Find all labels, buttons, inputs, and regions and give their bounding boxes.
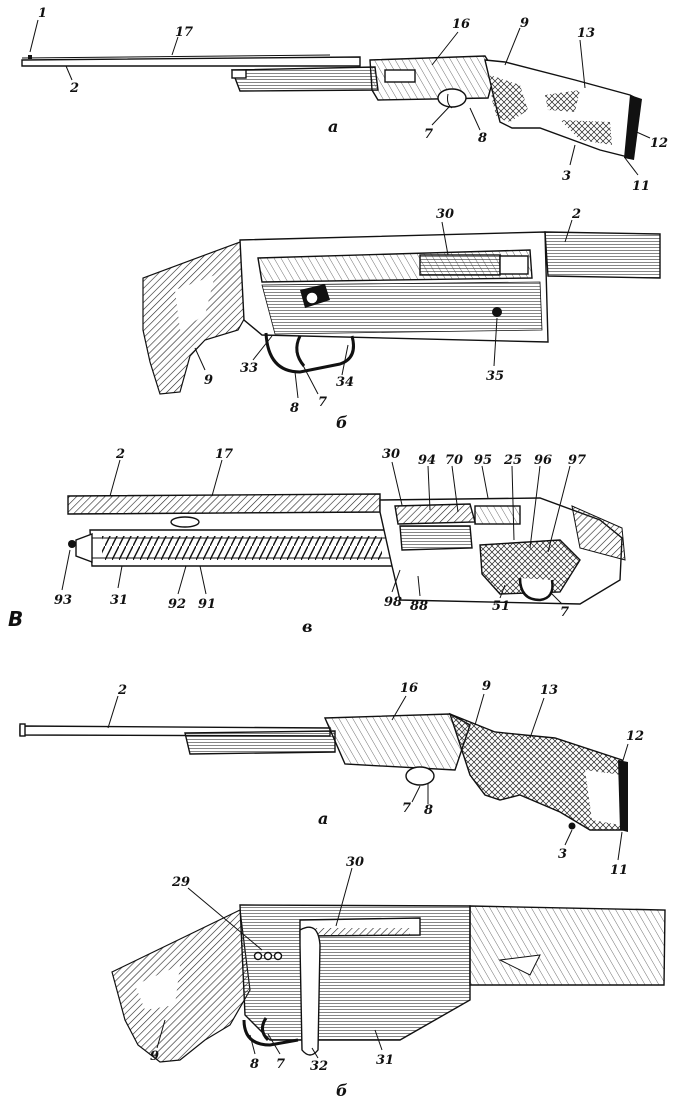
label-70: 70	[445, 453, 463, 468]
label-1: 1	[38, 6, 47, 21]
caption-a-1: а	[328, 117, 338, 136]
figure-1b-leaders	[194, 219, 573, 399]
label-17: 17	[175, 25, 193, 40]
trigger-guard	[264, 332, 355, 374]
figure-2a-gun	[19, 712, 628, 832]
sling-swivel	[568, 822, 576, 830]
label-13: 13	[577, 26, 595, 41]
label-30: 30	[436, 207, 454, 222]
label-3d: 3	[558, 847, 567, 862]
label-9b: 9	[204, 373, 213, 388]
label-31e: 31	[376, 1053, 394, 1068]
trigger-guard-section	[518, 577, 554, 602]
figure-2b-leaders	[156, 867, 383, 1059]
barrel-rear	[544, 231, 661, 279]
label-31: 31	[110, 593, 128, 608]
label-91: 91	[198, 597, 216, 612]
caption-a-2: а	[318, 809, 328, 828]
figure-1a-labels: 1 17 2 16 9 13 7 8 12 3 11 а	[38, 6, 668, 194]
label-11: 11	[632, 179, 650, 194]
caption-b-1: б	[336, 413, 348, 432]
figure-2a-leaders	[107, 693, 629, 861]
barrel	[21, 56, 361, 67]
trigger-guard-2b	[242, 1019, 299, 1047]
label-51: 51	[492, 599, 510, 614]
trigger-guard-2	[405, 766, 435, 786]
label-2c: 2	[115, 447, 125, 462]
forend-2	[184, 730, 336, 755]
figure-1a-leaders	[29, 19, 651, 176]
label-9: 9	[520, 16, 529, 31]
label-95: 95	[474, 453, 492, 468]
trigger-2	[261, 1017, 270, 1042]
label-97: 97	[568, 453, 586, 468]
trigger-guard	[437, 88, 467, 108]
figure-2b-receiver	[111, 904, 666, 1063]
receiver	[369, 55, 496, 101]
label-96: 96	[534, 453, 552, 468]
forend	[230, 66, 379, 92]
label-25: 25	[503, 453, 522, 468]
label-88: 88	[410, 599, 428, 614]
label-7: 7	[424, 127, 433, 142]
figure-1c-leaders	[61, 459, 571, 605]
label-12: 12	[650, 136, 668, 151]
label-7b: 7	[318, 395, 327, 410]
barrel-rear-2	[469, 905, 666, 986]
label-3: 3	[562, 169, 571, 184]
caption-b-2: б	[336, 1081, 348, 1100]
label-17c: 17	[215, 447, 233, 462]
trigger	[295, 335, 306, 367]
label-29: 29	[171, 875, 190, 890]
label-2d: 2	[117, 683, 127, 698]
label-2: 2	[69, 81, 79, 96]
magazine-spring	[102, 536, 382, 560]
label-35: 35	[486, 369, 504, 384]
label-92: 92	[168, 597, 186, 612]
trigger-mechanism	[479, 539, 581, 595]
label-8: 8	[478, 131, 487, 146]
label-30c: 30	[382, 447, 400, 462]
label-7d: 7	[402, 801, 411, 816]
label-9d: 9	[482, 679, 491, 694]
label-12d: 12	[626, 729, 644, 744]
label-7e: 7	[276, 1057, 285, 1072]
label-93: 93	[54, 593, 72, 608]
label-8e: 8	[250, 1057, 259, 1072]
label-94: 94	[418, 453, 436, 468]
label-98: 98	[384, 595, 402, 610]
label-11d: 11	[610, 863, 628, 878]
label-13d: 13	[540, 683, 558, 698]
label-2b: 2	[571, 207, 581, 222]
label-7c: 7	[560, 605, 569, 620]
figure-2b-labels: 29 30 9 8 7 32 31 б	[150, 855, 394, 1100]
caption-v: в	[302, 617, 313, 636]
pin	[492, 307, 502, 317]
label-8d: 8	[424, 803, 433, 818]
side-letter-v: В	[8, 607, 23, 631]
figure-1a-gun	[21, 54, 642, 160]
figure-1b-receiver	[142, 231, 661, 395]
barrel-section	[67, 493, 381, 515]
figure-2a-labels: 2 16 9 13 12 7 8 3 11 а	[117, 679, 644, 878]
bolt-handle	[299, 926, 321, 1056]
receiver-2	[323, 713, 471, 771]
label-9e: 9	[150, 1049, 159, 1064]
label-30e: 30	[346, 855, 364, 870]
label-34: 34	[336, 375, 354, 390]
stock-wrist-2	[111, 909, 251, 1063]
bolt	[419, 254, 501, 276]
figure-1b-labels: 30 2 9 33 34 35 7 8 б	[204, 207, 581, 432]
bolt-section	[394, 503, 476, 525]
stock-2	[448, 712, 623, 831]
label-32: 32	[310, 1059, 328, 1074]
label-8b: 8	[290, 401, 299, 416]
label-16d: 16	[400, 681, 418, 696]
figure-1c-section	[67, 493, 626, 605]
label-33: 33	[240, 361, 258, 376]
front-sight	[28, 55, 32, 59]
figure-1c-labels: 2 17 30 94 70 95 25 96 97 93 31 92 91 98…	[8, 447, 586, 636]
label-16: 16	[452, 17, 470, 32]
